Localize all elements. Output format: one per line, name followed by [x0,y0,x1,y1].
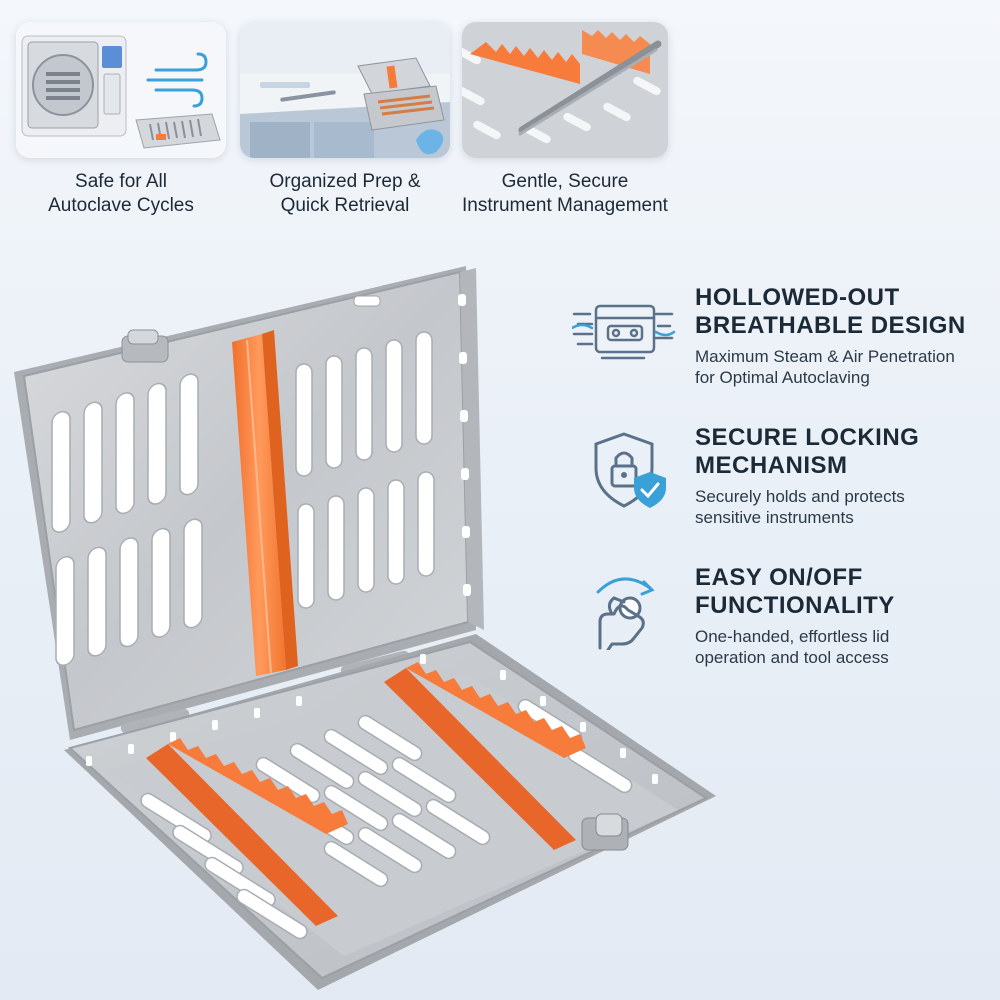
autoclave-caption: Safe for All Autoclave Cycles [16,170,226,218]
instrument-caption-line-2: Instrument Management [462,195,668,216]
feature-locking: SECURE LOCKING MECHANISM Securely holds … [572,424,996,534]
instrument-caption-line-1: Gentle, Secure [501,171,629,192]
autoclave-caption-line-2: Autoclave Cycles [48,195,194,216]
prep-caption-line-2: Quick Retrieval [280,195,410,216]
onoff-title-line-2: FUNCTIONALITY [695,592,895,619]
breathable-icon [570,294,676,374]
locking-title: SECURE LOCKING MECHANISM [695,424,919,480]
prep-caption: Organized Prep & Quick Retrieval [240,170,450,218]
onoff-description-line-1: One-handed, effortless lid [695,627,890,646]
locking-description: Securely holds and protects sensitive in… [695,486,905,528]
hand-rotate-icon [572,570,676,652]
onoff-description: One-handed, effortless lid operation and… [695,626,889,668]
onoff-description-line-2: operation and tool access [695,648,889,667]
sterilization-tray-image [0,250,720,1000]
autoclave-thumbnail [16,22,226,158]
locking-description-line-2: sensitive instruments [695,508,854,527]
onoff-title: EASY ON/OFF FUNCTIONALITY [695,564,895,620]
breathable-description-line-1: Maximum Steam & Air Penetration [695,347,955,366]
locking-title-line-2: MECHANISM [695,452,848,479]
locking-description-line-1: Securely holds and protects [695,487,905,506]
feature-onoff: EASY ON/OFF FUNCTIONALITY One-handed, ef… [572,564,996,674]
breathable-description-line-2: for Optimal Autoclaving [695,368,870,387]
prep-thumbnail [240,22,450,158]
tweezers-thumbnail [462,22,668,158]
locking-title-line-1: SECURE LOCKING [695,424,920,451]
feature-breathable: HOLLOWED-OUT BREATHABLE DESIGN Maximum S… [570,284,996,394]
breathable-title-line-2: BREATHABLE DESIGN [695,312,966,339]
autoclave-caption-line-1: Safe for All [75,171,167,192]
breathable-title: HOLLOWED-OUT BREATHABLE DESIGN [695,284,966,340]
prep-caption-line-1: Organized Prep & [269,171,421,192]
onoff-title-line-1: EASY ON/OFF [695,564,863,591]
breathable-title-line-1: HOLLOWED-OUT [695,284,900,311]
breathable-description: Maximum Steam & Air Penetration for Opti… [695,346,955,388]
lock-shield-icon [572,430,676,510]
instrument-caption: Gentle, Secure Instrument Management [440,170,690,218]
